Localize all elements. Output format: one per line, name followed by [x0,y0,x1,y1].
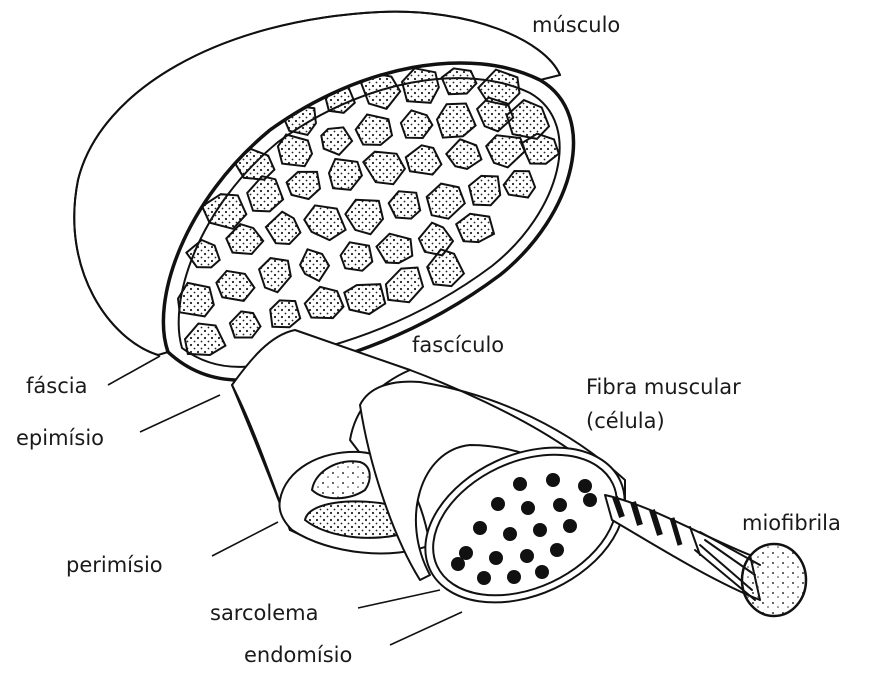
muscle-fiber-bundle [304,205,345,240]
myofibril-cross-section [742,544,806,616]
label-sarcolema: sarcolema [210,600,318,626]
muscle-fiber-bundle [377,234,413,263]
label-perimisio: perimísio [66,552,163,578]
myofibril-dot [578,479,592,493]
label-fascia: fáscia [26,373,87,399]
myofibril-dot [503,527,517,541]
muscle-fiber-bundle [486,135,525,167]
myofibril-dot [546,473,560,487]
muscle-fiber-bundle [442,68,477,94]
muscle-fiber-bundle [247,176,283,211]
muscle-fiber-bundle [446,139,481,169]
muscle-fiber-bundle [521,134,559,164]
muscle-fiber-bundle [216,271,254,301]
label-fibra-muscular: Fibra muscular [586,374,741,400]
myofibril-dot [473,521,487,535]
muscle-fiber-bundle [287,172,320,199]
muscle-fiber-bundle [427,184,465,219]
muscle-fiber-bundle [300,249,329,281]
muscle-fiber-bundle [419,223,453,256]
label-celula: (célula) [586,408,665,434]
myofibril-dot [520,549,534,563]
myofibril-dot [513,477,527,491]
muscle-fiber-bundle [437,104,476,138]
myofibril-dot [550,543,564,557]
myofibril-dot [477,571,491,585]
label-epimisio: epimísio [16,425,104,451]
muscle-fiber-bundle [278,135,312,167]
muscle-fiber-bundle [401,110,433,138]
label-endomisio: endomísio [244,642,352,668]
muscle-fiber-bundle [456,214,494,242]
muscle-fiber-bundle [185,324,225,356]
myofibril-dot [451,557,465,571]
muscle-fiber-bundle [402,68,439,103]
muscle-fiber-bundle [344,284,385,314]
muscle-fiber-bundle [345,200,383,234]
muscle-fiber-bundle [305,287,344,318]
myofibril-dot [583,493,597,507]
muscle-fiber-bundle [507,100,549,139]
muscle-fiber-bundle [329,159,362,190]
muscle-fiber-bundle [266,212,301,244]
muscle-fiber-bundle [386,268,423,303]
myofibril-dot [507,570,521,584]
myofibril-dot [535,565,549,579]
muscle-fiber-bundle [186,240,219,267]
muscle-fiber-bundle [270,300,300,327]
label-fasciculo: fascículo [412,332,504,358]
myofibril-dot [521,501,535,515]
muscle-fiber-bundle [230,311,261,337]
muscle-fiber-bundle [389,191,421,218]
label-miofibrila: miofibrila [742,510,841,536]
muscle-fiber-bundle [363,152,405,185]
muscle-fiber-bundle [469,176,500,205]
label-musculo: músculo [532,12,620,38]
muscle-fiber-bundle [321,127,352,154]
muscle-fiber-bundle [341,242,373,270]
muscle-fiber-bundle [504,171,535,198]
muscle-fiber-bundle [406,145,442,174]
myofibril-dot [533,523,547,537]
myofibril-dot [489,551,503,565]
myofibril-dot [553,498,567,512]
muscle-fiber-bundle [259,258,291,292]
muscle-fiber-bundle [356,115,392,145]
muscle-fiber-bundle [427,249,464,286]
myofibril-dot [563,519,577,533]
myofibril-dot [491,497,505,511]
